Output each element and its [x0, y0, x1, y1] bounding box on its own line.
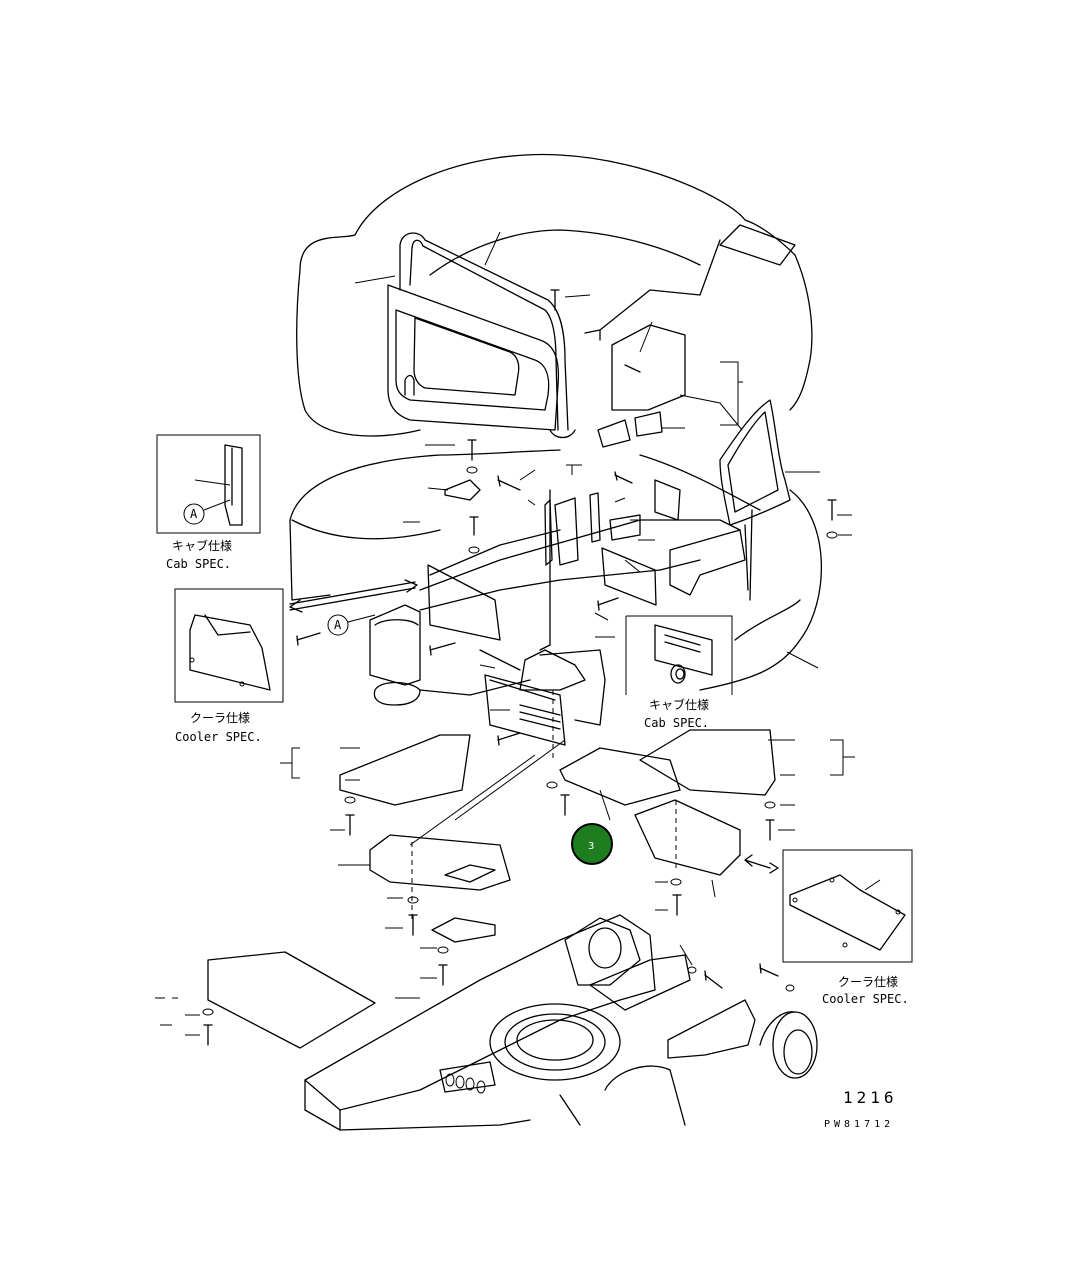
center-frame — [369, 479, 746, 746]
detail-marker-a-1: A — [190, 507, 198, 521]
handrail-guard — [387, 232, 576, 439]
rear-hood-outline — [289, 153, 822, 691]
drawing-code: PW81712 — [824, 1119, 894, 1130]
base-frame — [207, 914, 818, 1131]
inset-cooler-left-jp: クーラ仕様 — [190, 711, 250, 725]
upper-bracket-parts — [584, 324, 791, 601]
inset-cooler-left-en: Cooler SPEC. — [175, 730, 262, 744]
bolts-washers — [202, 289, 838, 1046]
detail-marker-a-2: A — [334, 618, 342, 632]
inset-cooler-left — [174, 588, 284, 703]
leader-lines — [155, 231, 855, 1036]
callout-label: 3 — [588, 841, 594, 852]
detail-arrow — [289, 579, 418, 636]
page-number: 1216 — [843, 1088, 898, 1107]
inset-cab-left — [156, 434, 261, 534]
inset-cab-center-jp: キャブ仕様 — [649, 697, 709, 712]
inset-cab-center — [625, 615, 733, 695]
inset-cab-left-en: Cab SPEC. — [166, 557, 231, 571]
inset-cooler-right-en: Cooler SPEC. — [822, 992, 909, 1006]
inset-cab-center-en: Cab SPEC. — [644, 716, 709, 730]
callout-bubble-3[interactable]: 3 — [571, 823, 613, 865]
inset-cab-left-jp: キャブ仕様 — [172, 538, 232, 553]
under-covers — [339, 690, 776, 943]
inset-cooler-right — [744, 849, 913, 963]
inset-cooler-right-jp: クーラ仕様 — [838, 975, 898, 989]
